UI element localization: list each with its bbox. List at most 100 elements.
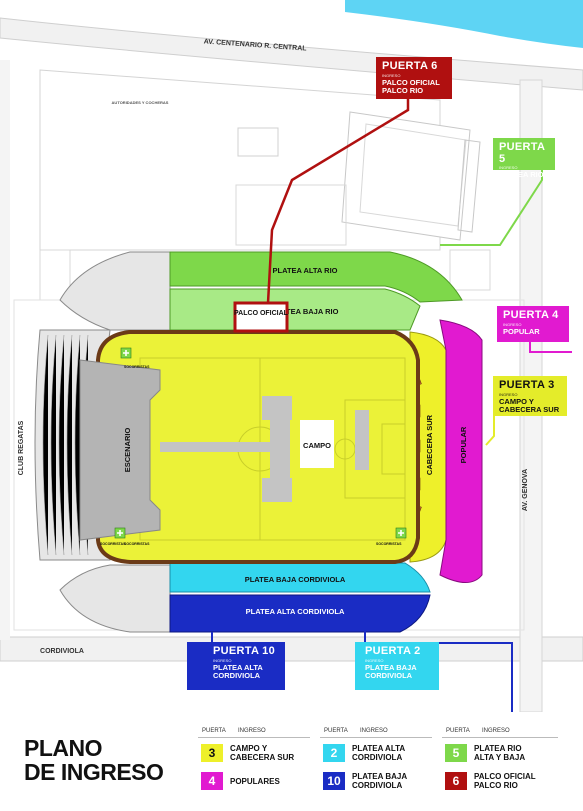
legend-col-puerta: PUERTA bbox=[324, 728, 348, 734]
puerta10-callout: PUERTA 10 INGRESO PLATEA ALTA CORDIVIOLA bbox=[187, 642, 285, 690]
road-west-label: CLUB REGATAS bbox=[18, 420, 25, 475]
legend-swatch: 10 bbox=[323, 772, 345, 790]
legend-swatch: 6 bbox=[445, 772, 467, 790]
catwalk-top bbox=[262, 396, 292, 420]
palco-oficial-label: PALCO OFICIAL bbox=[234, 310, 289, 317]
puerta5-line1: PLATEA RIO bbox=[499, 170, 544, 180]
escenario-label: ESCENARIO bbox=[123, 428, 132, 473]
parking-label: AUTORIDADES Y COCHERAS bbox=[112, 100, 169, 105]
building-small-1 bbox=[237, 127, 279, 157]
legend-col-puerta: PUERTA bbox=[446, 728, 470, 734]
campo-label-bg bbox=[300, 420, 334, 468]
puerta10-line1: PLATEA ALTA bbox=[213, 662, 263, 672]
puerta5-sub: INGRESO bbox=[499, 165, 518, 171]
road-west bbox=[0, 60, 10, 640]
catwalk-horizontal bbox=[160, 442, 280, 452]
puerta3-line1: CAMPO Y bbox=[499, 396, 534, 406]
legend-col-puerta: PUERTA bbox=[202, 728, 226, 734]
catwalk-vertical bbox=[270, 410, 290, 498]
puerta6-line2: PALCO RIO bbox=[382, 85, 424, 95]
first-aid-icon bbox=[120, 347, 132, 359]
first-aid-icon bbox=[395, 527, 407, 539]
legend-title-line1: PLANO bbox=[24, 735, 103, 761]
platea-baja-rio-label: PLATEA BAJA RIO bbox=[272, 307, 339, 316]
popular-area bbox=[439, 319, 483, 583]
parking-area bbox=[39, 69, 441, 251]
catwalk-bottom bbox=[262, 478, 292, 502]
building-small-4 bbox=[449, 249, 491, 291]
puerta6-callout: PUERTA 6 INGRESO PALCO OFICIAL PALCO RIO bbox=[376, 57, 452, 99]
puerta6-title: PUERTA 6 bbox=[382, 60, 438, 72]
platea-alta-cordiviola-area bbox=[169, 594, 431, 633]
puerta3-title: PUERTA 3 bbox=[499, 379, 555, 391]
puerta2-callout: PUERTA 2 INGRESO PLATEA BAJA CORDIVIOLA bbox=[355, 642, 439, 690]
puerta3-sub: INGRESO bbox=[499, 391, 518, 397]
socorristas-label: SOCORRISTAS bbox=[124, 542, 150, 546]
sw-stand bbox=[59, 564, 171, 633]
legend-title-line2: DE INGRESO bbox=[24, 759, 164, 785]
platea-alta-rio-area bbox=[169, 251, 463, 303]
legend-row: 4 POPULARES bbox=[201, 772, 280, 790]
platea-baja-cordiviola-area bbox=[169, 562, 431, 593]
field-platform bbox=[355, 410, 369, 470]
puerta5-route bbox=[440, 168, 543, 246]
puerta2-line1: PLATEA BAJA bbox=[365, 662, 417, 672]
legend-swatch: 5 bbox=[445, 744, 467, 762]
puerta5-title: PUERTA 5 bbox=[499, 141, 545, 165]
puerta4-line1: POPULAR bbox=[503, 326, 540, 336]
puerta6-sub: INGRESO bbox=[382, 72, 401, 78]
puerta3-line2: CABECERA SUR bbox=[499, 404, 560, 414]
legend-divider bbox=[442, 737, 558, 738]
stadium-map: AUTORIDADES Y COCHERAS PLATEA ALTA RIO P… bbox=[0, 0, 583, 712]
legend-col-ingreso: INGRESO bbox=[238, 728, 266, 734]
cabecera-sur-label: CABECERA SUR bbox=[425, 414, 434, 475]
legend-desc: POPULARES bbox=[230, 776, 280, 786]
puerta4-callout: PUERTA 4 INGRESO POPULAR bbox=[497, 306, 569, 342]
popular-label: POPULAR bbox=[459, 426, 468, 463]
puerta6-route bbox=[266, 98, 410, 304]
platea-baja-cordiviola-label: PLATEA BAJA CORDIVIOLA bbox=[245, 575, 346, 584]
puerta6-line1: PALCO OFICIAL bbox=[382, 77, 440, 87]
building-north-wing bbox=[457, 139, 481, 233]
building-north bbox=[341, 111, 471, 241]
platea-baja-rio-area bbox=[169, 288, 421, 331]
palco-oficial-box bbox=[233, 301, 289, 333]
puerta10-line2: CORDIVIOLA bbox=[213, 670, 261, 680]
puerta5-callout: PUERTA 5 INGRESO PLATEA RIO bbox=[493, 138, 555, 179]
legend-col-ingreso: INGRESO bbox=[482, 728, 510, 734]
road-south bbox=[0, 636, 583, 662]
road-south-label: CORDIVIOLA bbox=[40, 648, 84, 655]
puerta2-line2: CORDIVIOLA bbox=[365, 670, 413, 680]
legend-col-ingreso: INGRESO bbox=[360, 728, 388, 734]
legend-swatch: 4 bbox=[201, 772, 223, 790]
river bbox=[345, 0, 583, 48]
legend-divider bbox=[198, 737, 310, 738]
legend-swatch: 2 bbox=[323, 744, 345, 762]
puerta4-title: PUERTA 4 bbox=[503, 309, 559, 321]
puerta2-route bbox=[364, 630, 513, 712]
puerta3-callout: PUERTA 3 INGRESO CAMPO Y CABECERA SUR bbox=[493, 376, 567, 416]
platea-alta-cordiviola-label: PLATEA ALTA CORDIVIOLA bbox=[246, 607, 345, 616]
legend-title: PLANO DE INGRESO bbox=[24, 735, 164, 785]
puerta2-title: PUERTA 2 bbox=[365, 645, 421, 657]
road-east-label: AV. GENOVA bbox=[522, 469, 529, 511]
socorristas-label: SOCORRISTAS bbox=[376, 542, 402, 546]
first-aid-icon bbox=[114, 527, 126, 539]
legend-divider bbox=[320, 737, 432, 738]
puerta10-title: PUERTA 10 bbox=[213, 645, 275, 657]
puerta4-sub: INGRESO bbox=[503, 321, 522, 327]
socorristas-label: SOCORRISTAS bbox=[124, 365, 150, 369]
